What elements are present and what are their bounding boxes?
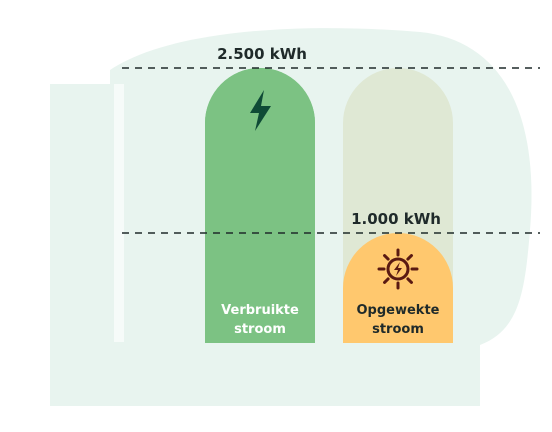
bar-label-2-line-1: Opgewekte [357, 303, 440, 318]
sun-lightning-icon [377, 248, 419, 290]
bar-label-2-line-2: stroom [372, 322, 424, 337]
bar-label-1-line-1: Verbruikte [221, 303, 299, 318]
bar-label-1-line-2: stroom [234, 322, 286, 337]
background-blob [110, 28, 532, 346]
bar-1 [205, 68, 315, 343]
reference-line-label-2: 1.000 kWh [351, 210, 441, 228]
reference-line-label-1: 2.500 kWh [217, 45, 307, 63]
lightning-bolt-icon [250, 90, 271, 131]
background-stripe [114, 84, 124, 342]
background-block-bottom [50, 342, 480, 406]
